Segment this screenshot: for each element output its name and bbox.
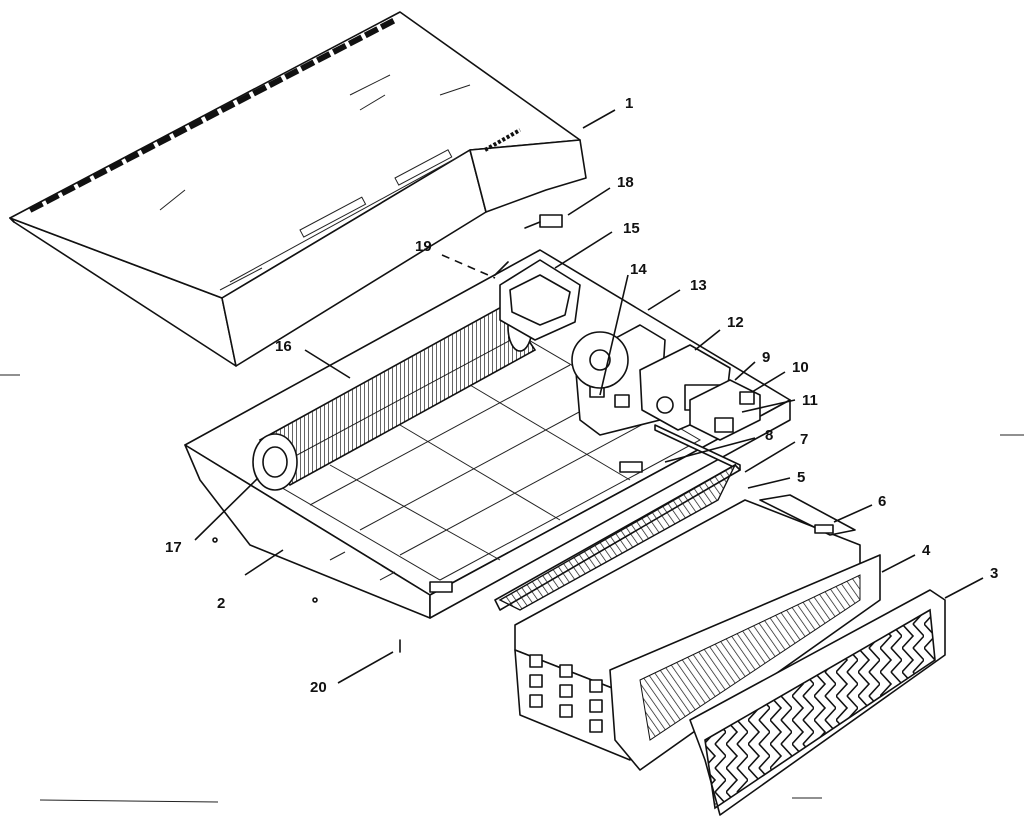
small-parts: [212, 214, 563, 653]
callout-14: 14: [630, 261, 647, 278]
callout-13: 13: [690, 277, 707, 294]
media-pad: [514, 494, 861, 761]
front-grille: [689, 589, 946, 816]
callout-20: 20: [310, 679, 327, 696]
callout-9: 9: [762, 349, 770, 366]
control-components: [639, 344, 761, 441]
callouts: 1 2 3 4 5 6 7 8 9 10 11 12 13 14 15 16 1…: [165, 95, 998, 696]
leader-lines: [194, 109, 984, 684]
callout-8: 8: [765, 427, 773, 444]
bottom-rule: [39, 799, 219, 803]
callout-1: 1: [625, 95, 633, 112]
callout-2: 2: [217, 595, 225, 612]
callout-18: 18: [617, 174, 634, 191]
callout-6: 6: [878, 493, 886, 510]
callout-11: 11: [802, 392, 818, 409]
callout-7: 7: [800, 431, 808, 448]
callout-10: 10: [792, 359, 809, 376]
callout-5: 5: [797, 469, 805, 486]
callout-15: 15: [623, 220, 640, 237]
top-cover: [9, 11, 587, 367]
callout-19: 19: [415, 238, 432, 255]
callout-16: 16: [275, 338, 292, 355]
callout-12: 12: [727, 314, 744, 331]
callout-3: 3: [990, 565, 998, 582]
filter-frame: [494, 424, 741, 611]
filter-screen: [609, 554, 881, 771]
callout-17: 17: [165, 539, 182, 556]
callout-4: 4: [922, 542, 931, 559]
